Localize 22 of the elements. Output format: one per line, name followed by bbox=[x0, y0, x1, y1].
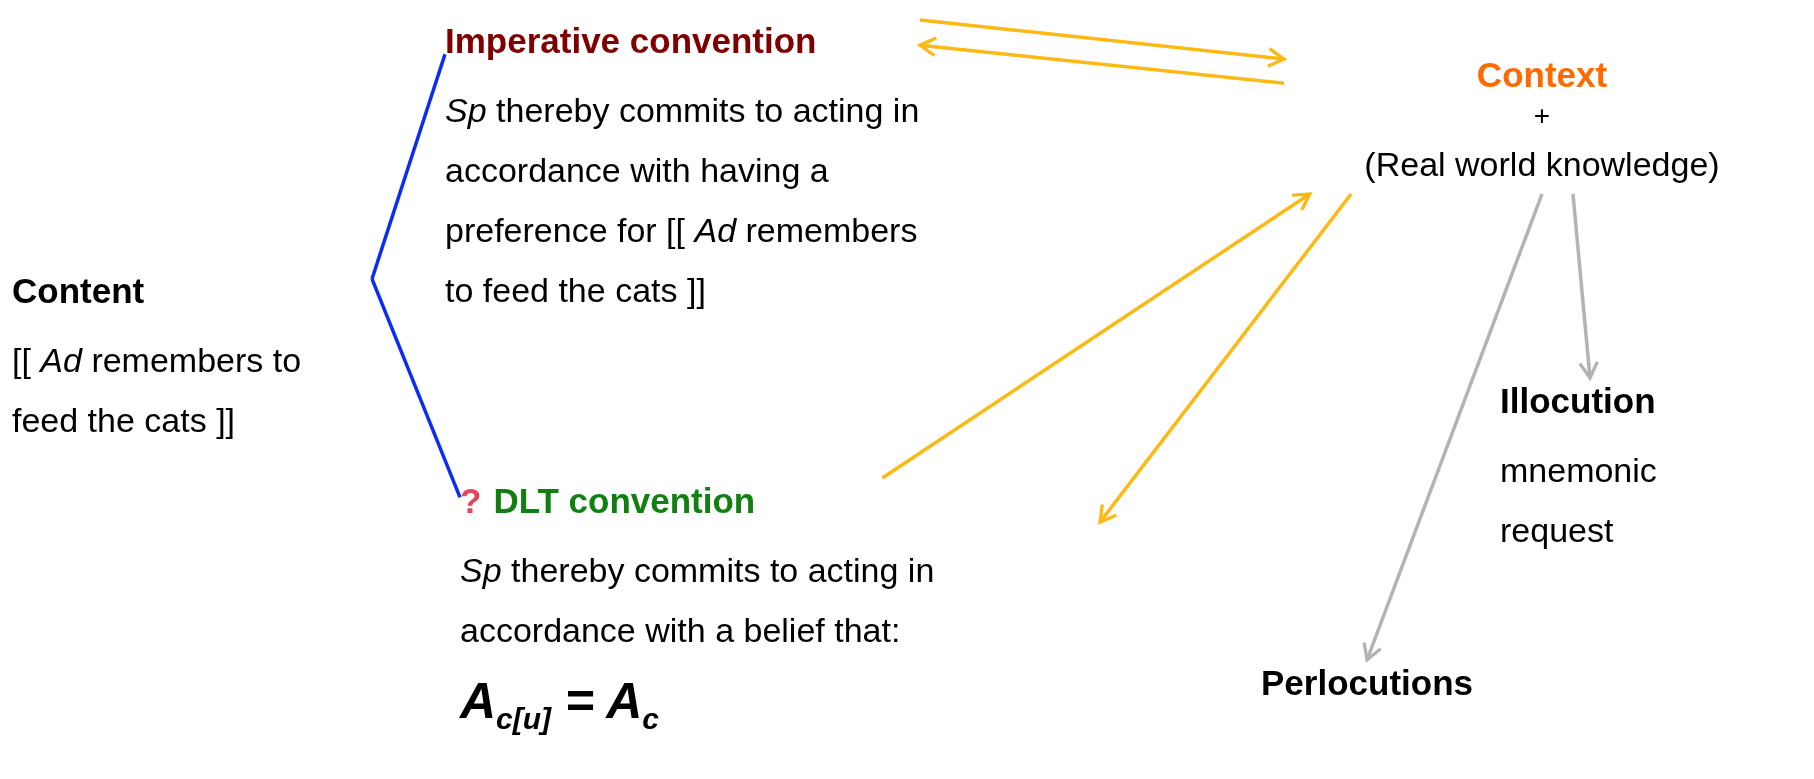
formula: A$_{c[u]}$ = A$_{c}$ bbox=[460, 672, 660, 737]
convention-heading: Imperative convention bbox=[445, 20, 818, 62]
convention-description: Sp thereby commits to acting in accordance with having a preference for [[ Ad remembers to feed the cats ]] bbox=[445, 90, 920, 311]
context-note: (Real world knowledge) bbox=[1364, 144, 1720, 185]
question-mark: ? bbox=[460, 480, 482, 522]
arrow bbox=[1098, 192, 1353, 524]
content-heading: Content bbox=[12, 270, 146, 312]
arrow bbox=[1571, 193, 1599, 380]
content-text: [[ Ad remembers to feed the cats ]] bbox=[12, 340, 303, 441]
illocution-heading: Illocution bbox=[1500, 380, 1656, 422]
illocution-text: mnemonic request bbox=[1500, 450, 1658, 551]
connector-line bbox=[370, 278, 462, 498]
arrow bbox=[1362, 193, 1544, 662]
plus-sign: + bbox=[1532, 99, 1552, 133]
arrow bbox=[881, 192, 1312, 480]
context-heading: Context bbox=[1475, 54, 1609, 96]
convention-heading: DLT convention bbox=[493, 480, 756, 522]
convention-description: Sp thereby commits to acting in accordance with a belief that: bbox=[460, 550, 936, 651]
connector-line bbox=[370, 53, 447, 280]
perlocutions-heading: Perlocutions bbox=[1261, 662, 1473, 704]
arrow bbox=[918, 36, 1285, 85]
arrow bbox=[919, 18, 1286, 68]
